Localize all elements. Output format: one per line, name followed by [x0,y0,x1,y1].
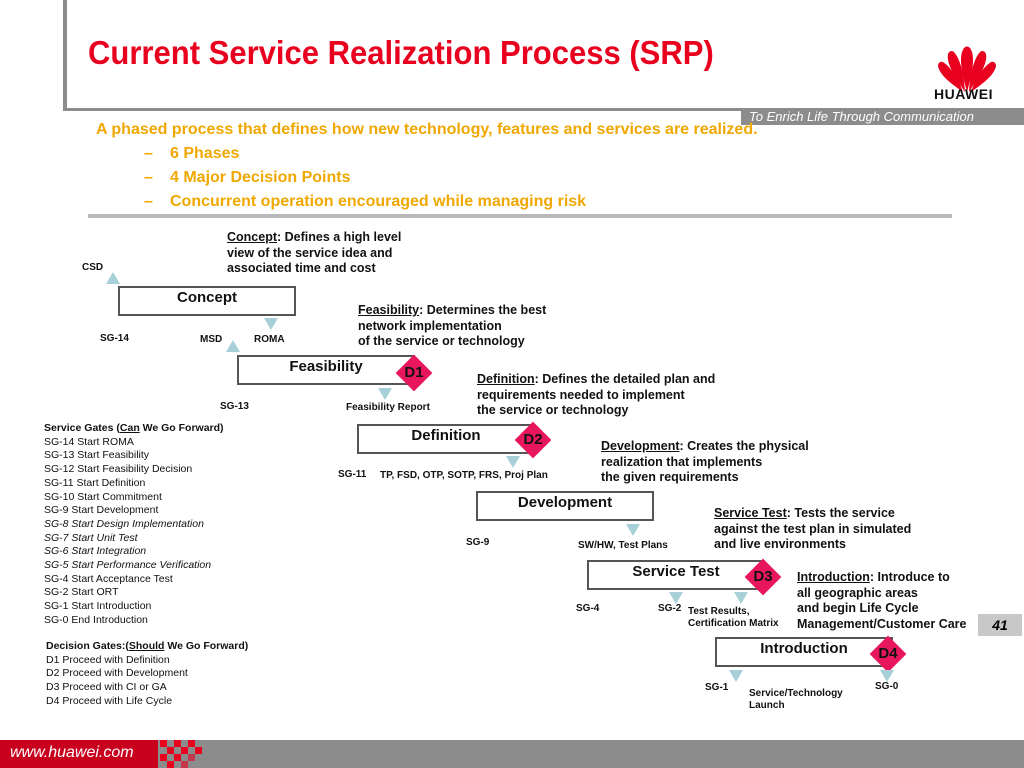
header-rule [63,108,741,111]
bullet-item: –6 Phases [144,145,240,162]
development-description: Development: Creates the physical realiz… [601,439,809,484]
definition-deliverables-marker-icon [506,456,520,468]
roma-label: ROMA [254,334,285,345]
test-results-marker-icon [734,592,748,604]
phase-introduction: Introduction [715,637,893,667]
sg0-marker-icon [880,670,894,682]
list-item: SG-13 Start Feasibility [44,449,150,462]
section-divider [88,214,952,218]
intro-text: A phased process that defines how new te… [96,121,758,138]
slide-title: Current Service Realization Process (SRP… [88,34,714,71]
development-deliverables-label: SW/HW, Test Plans [578,540,668,551]
list-item: SG-12 Start Feasibility Decision [44,463,193,476]
sg1-marker-icon [729,670,743,682]
list-item: SG-7 Start Unit Test [44,531,138,544]
sg0-label: SG-0 [875,681,899,692]
msd-marker-icon [226,340,240,352]
phase-development: Development [476,491,654,521]
sg2-marker-icon [669,592,683,604]
decision-d4-label: D4 [878,645,898,662]
decision-d1-label: D1 [404,364,424,381]
page-number: 41 [978,614,1022,636]
decision-gates-heading: Decision Gates:(Should We Go Forward) [46,640,249,652]
list-item: SG-8 Start Design Implementation [44,517,204,530]
checker-pattern-icon [160,740,202,768]
list-item: SG-11 Start Definition [44,476,146,489]
feasibility-description: Feasibility: Determines the best network… [358,303,547,348]
bullet-item: –4 Major Decision Points [144,169,351,186]
huawei-logo-icon [938,46,996,92]
definition-description: Definition: Defines the detailed plan an… [477,372,716,417]
decision-d2-label: D2 [523,431,543,448]
roma-marker-icon [264,318,278,330]
service-test-description: Service Test: Tests the service against … [714,506,912,551]
phase-service-test: Service Test [587,560,765,590]
sg1-label: SG-1 [705,682,729,693]
development-deliverables-marker-icon [626,524,640,536]
list-item: SG-9 Start Development [44,504,159,517]
test-results-label: Test Results, Certification Matrix [688,606,779,629]
sg13-label: SG-13 [220,401,249,412]
sg14-label: SG-14 [100,333,129,344]
bullet-item: –Concurrent operation encouraged while m… [144,193,587,210]
tagline: To Enrich Life Through Communication [741,108,1024,125]
decision-d3-label: D3 [753,568,773,585]
phase-feasibility: Feasibility [237,355,415,385]
list-item: SG-1 Start Introduction [44,600,152,613]
service-gates-heading: Service Gates (Can We Go Forward) [44,422,224,434]
list-item: D3 Proceed with CI or GA [46,681,167,694]
footer-url-link[interactable]: www.huawei.com [10,744,134,761]
sg2-label: SG-2 [658,603,682,614]
header-vertical-bar [63,0,67,108]
list-item: SG-6 Start Integration [44,545,147,558]
introduction-description: Introduction: Introduce to all geographi… [797,570,967,631]
list-item: D2 Proceed with Development [46,667,188,680]
csd-marker-icon [106,272,120,284]
launch-label: Service/Technology Launch [749,688,843,711]
list-item: SG-4 Start Acceptance Test [44,572,173,585]
csd-label: CSD [82,262,104,273]
list-item: SG-5 Start Performance Verification [44,559,212,572]
sg11-label: SG-11 [338,469,367,480]
service-gates-legend: Service Gates (Can We Go Forward) SG-14 … [44,422,224,628]
list-item: D4 Proceed with Life Cycle [46,694,173,707]
footer-red-block [0,740,158,768]
feasibility-report-label: Feasibility Report [346,402,430,413]
decision-gates-legend: Decision Gates:(Should We Go Forward) D1… [46,640,248,709]
phase-definition: Definition [357,424,535,454]
definition-deliverables-label: TP, FSD, OTP, SOTP, FRS, Proj Plan [380,470,548,481]
huawei-wordmark: HUAWEI [934,86,993,102]
list-item: SG-10 Start Commitment [44,490,162,503]
feasibility-report-marker-icon [378,388,392,400]
list-item: SG-14 Start ROMA [44,435,134,448]
sg9-label: SG-9 [466,537,490,548]
phase-concept: Concept [118,286,296,316]
concept-description: Concept: Defines a high level view of th… [227,230,402,275]
list-item: SG-0 End Introduction [44,613,148,626]
sg4-label: SG-4 [576,603,600,614]
msd-label: MSD [200,334,223,345]
list-item: SG-2 Start ORT [44,586,119,599]
list-item: D1 Proceed with Definition [46,653,170,666]
